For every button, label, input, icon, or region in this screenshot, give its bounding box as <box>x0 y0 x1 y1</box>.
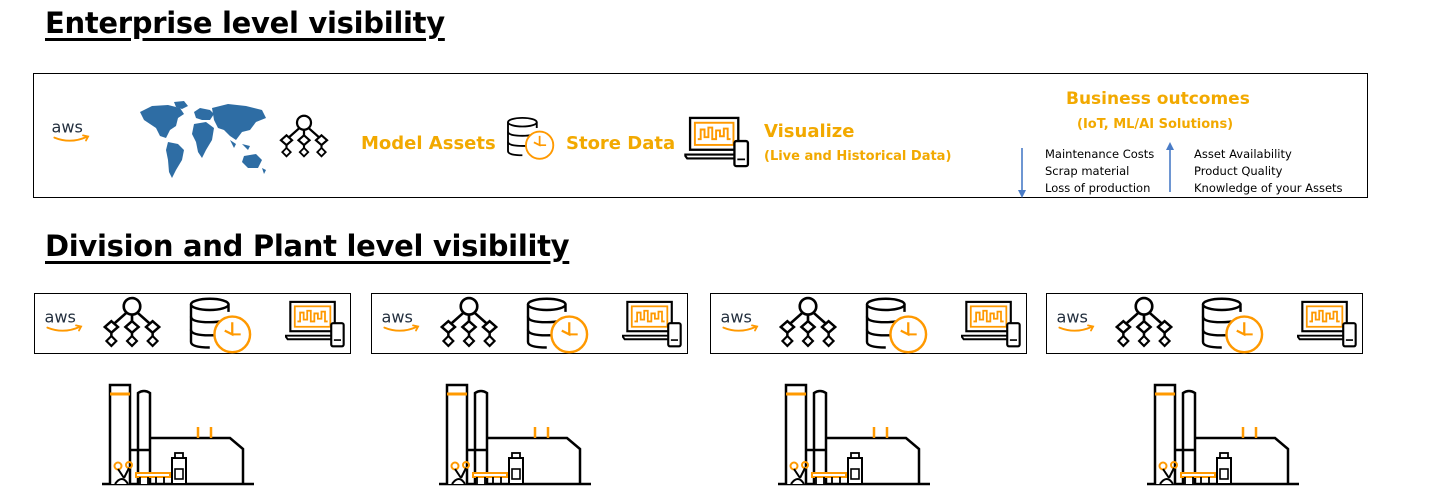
decrease-item: Scrap material <box>1045 164 1130 178</box>
asset-hierarchy-icon <box>775 296 841 348</box>
increase-item: Asset Availability <box>1194 147 1292 161</box>
database-clock-icon <box>1199 295 1267 355</box>
division-panel <box>1046 293 1363 354</box>
visualize-label: Visualize <box>764 121 855 142</box>
model-assets-label: Model Assets <box>361 133 496 154</box>
decrease-list: Maintenance Costs Scrap material Loss of… <box>1045 146 1154 197</box>
laptop-phone-chart-icon <box>961 300 1025 350</box>
enterprise-panel: Model Assets Store Data Visualize (Live … <box>33 73 1368 198</box>
laptop-phone-chart-icon <box>285 300 349 350</box>
aws-logo-icon <box>719 306 763 336</box>
increase-item: Product Quality <box>1194 164 1283 178</box>
aws-logo-icon <box>380 306 424 336</box>
aws-logo-icon <box>50 116 94 152</box>
database-clock-icon <box>187 295 255 355</box>
division-panel <box>34 293 351 354</box>
factory-icon <box>98 381 258 491</box>
business-outcomes-subtitle: (IoT, ML/AI Solutions) <box>1077 117 1234 132</box>
division-panel <box>371 293 688 354</box>
world-map-icon <box>138 100 270 180</box>
factory-icon <box>1143 381 1303 491</box>
arrow-up-icon <box>1162 140 1178 194</box>
decrease-item: Loss of production <box>1045 181 1151 195</box>
laptop-phone-chart-icon <box>622 300 686 350</box>
store-data-label: Store Data <box>566 133 676 154</box>
increase-list: Asset Availability Product Quality Knowl… <box>1194 146 1343 197</box>
factory-icon <box>435 381 595 491</box>
laptop-phone-chart-icon <box>684 116 754 170</box>
aws-logo-icon <box>1055 306 1099 336</box>
laptop-phone-chart-icon <box>1297 300 1361 350</box>
factory-icon <box>774 381 934 491</box>
arrow-down-icon <box>1014 146 1030 200</box>
decrease-item: Maintenance Costs <box>1045 147 1155 161</box>
aws-logo-icon <box>43 306 87 336</box>
visualize-sublabel: (Live and Historical Data) <box>764 149 952 164</box>
business-outcomes-title: Business outcomes <box>1066 89 1250 109</box>
enterprise-heading: Enterprise level visibility <box>45 6 445 40</box>
asset-hierarchy-icon <box>276 114 332 158</box>
increase-item: Knowledge of your Assets <box>1194 181 1343 195</box>
asset-hierarchy-icon <box>436 296 502 348</box>
division-heading: Division and Plant level visibility <box>45 229 570 263</box>
asset-hierarchy-icon <box>99 296 165 348</box>
database-clock-icon <box>863 295 931 355</box>
asset-hierarchy-icon <box>1111 296 1177 348</box>
database-clock-icon <box>524 295 592 355</box>
division-panel <box>710 293 1027 354</box>
database-clock-icon <box>505 115 557 163</box>
